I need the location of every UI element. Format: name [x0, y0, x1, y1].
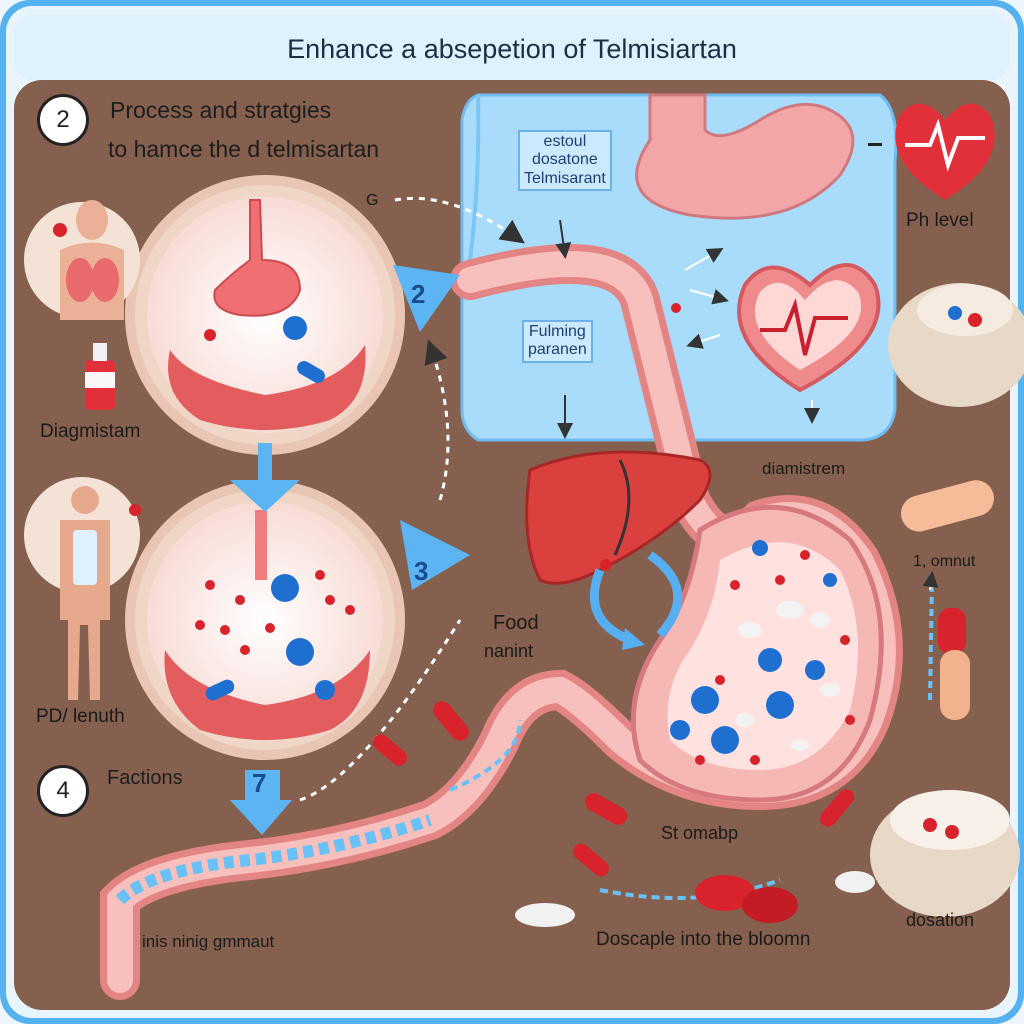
box-label-top-line1: estoul: [543, 133, 587, 150]
mark-g: G: [366, 192, 379, 209]
heart-ecg-icon: [895, 103, 995, 200]
box-label-middle-line2: paranen: [528, 341, 587, 359]
body-icon: [60, 486, 110, 700]
box-label-middle-line1: Fulming: [528, 323, 586, 340]
label-doscaple: Doscaple into the bloomn: [596, 929, 811, 950]
stomach-icon: [213, 199, 302, 317]
pill-icon: [900, 480, 994, 532]
step-heading-factions: Factions: [107, 767, 183, 789]
step-badge-4: 4: [37, 765, 89, 817]
arrow-number-7: 7: [252, 768, 267, 798]
label-inis: inis ninig gmmaut: [142, 932, 275, 951]
step-heading-line1: Process and stratgies: [110, 97, 332, 123]
box-label-middle: Fulming paranen: [522, 320, 593, 363]
label-diamistrem: diamistrem: [762, 459, 846, 478]
tablet-icon: [515, 871, 875, 927]
title-bar: [14, 14, 1010, 80]
lungs-icon: [60, 200, 124, 320]
label-ph-level: Ph level: [906, 210, 974, 231]
page-title: Enhance a absepetion of Telmisiartan: [287, 34, 737, 64]
label-pdv-lenuth: PD/ lenuth: [36, 706, 125, 727]
capsule-icon: [433, 701, 469, 741]
box-label-top: estoul dosatone Telmisarant: [518, 130, 612, 192]
box-label-top-line3: Telmisarant: [524, 169, 606, 187]
label-diagmistam: Diagmistam: [40, 421, 141, 442]
arrow-number-2: 2: [411, 279, 426, 309]
bottle-icon: [85, 343, 115, 410]
label-stomabp: St omabp: [661, 823, 739, 843]
step-badge-2: 2: [37, 94, 89, 146]
label-dosation: dosation: [906, 910, 975, 930]
label-nanint: nanint: [484, 641, 534, 661]
arrow-number-3: 3: [414, 556, 429, 586]
box-label-top-line2: dosatone: [531, 151, 598, 169]
top-stomach: [635, 93, 855, 220]
label-food: Food: [493, 612, 539, 634]
label-omnut: 1, omnut: [913, 553, 976, 570]
bowl-icon: [870, 283, 1024, 917]
step-heading-line2: to hamce the d telmisartan: [108, 136, 380, 162]
liver-icon: [525, 450, 712, 585]
